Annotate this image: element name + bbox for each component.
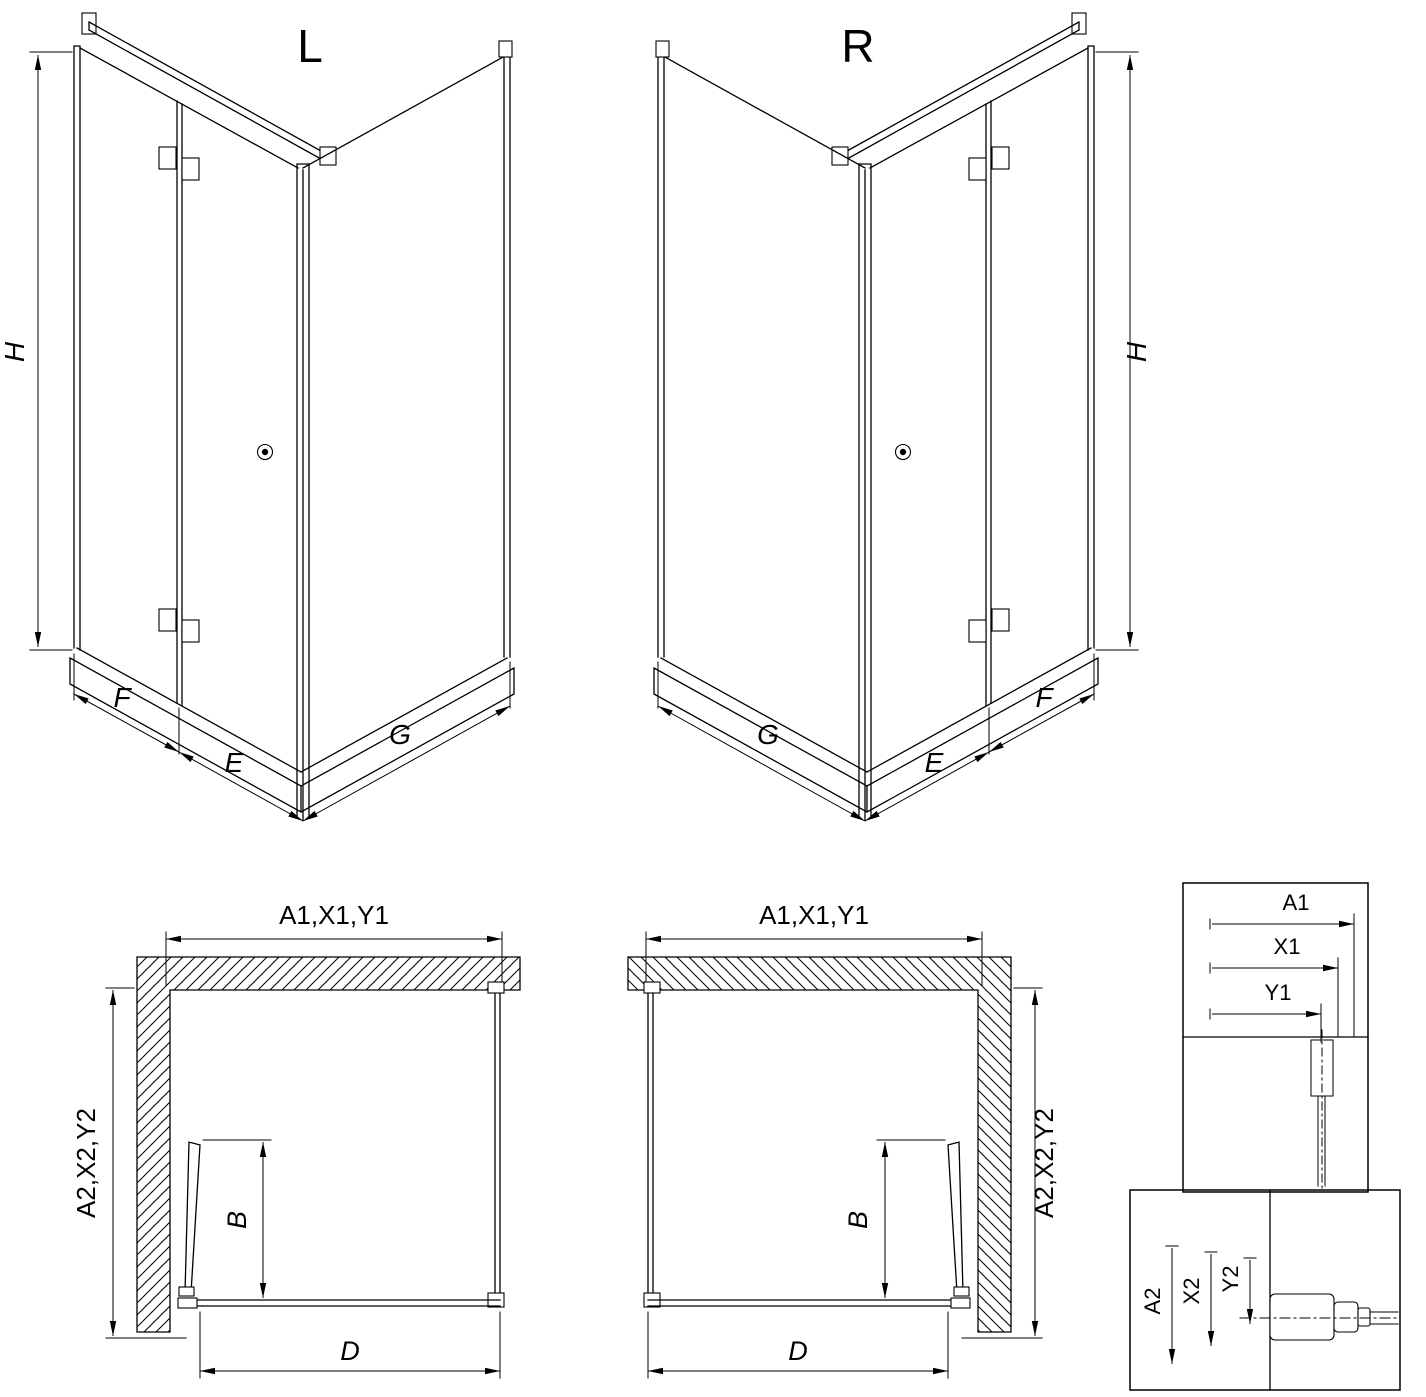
detail-top-profile: A1 X1 Y1	[1182, 882, 1369, 1193]
plan-dim-b-left: B	[222, 1211, 252, 1229]
plan-dim-d-right: D	[788, 1336, 808, 1366]
detail-label-a1: A1	[1283, 890, 1310, 915]
iso-view-right: R H G E F	[654, 13, 1152, 821]
dim-label-e-right: E	[925, 747, 944, 778]
iso-structure-right	[654, 13, 1138, 821]
variant-label-left: L	[297, 20, 323, 72]
detail-bottom-frame	[1129, 1189, 1401, 1391]
iso-view-left: L H F E G	[0, 13, 514, 821]
detail-label-y2: Y2	[1218, 1266, 1243, 1293]
plan-structure-left	[106, 932, 520, 1378]
dim-label-f-right: F	[1035, 682, 1054, 713]
variant-label-right: R	[841, 20, 874, 72]
detail-label-x1: X1	[1274, 934, 1301, 959]
detail-top-reference-lines	[1320, 913, 1355, 1043]
bottom-profile-cap	[1357, 1307, 1371, 1327]
iso-structure-left	[30, 13, 514, 821]
detail-bottom-profile: A2 X2 Y2	[1129, 1189, 1401, 1391]
glass-section-lines	[1317, 1095, 1326, 1187]
dim-label-g-right: G	[757, 719, 779, 750]
plan-dim-width-left: A1,X1,Y1	[279, 900, 389, 930]
dim-label-e-left: E	[225, 747, 244, 778]
dim-label-h-right: H	[1121, 341, 1152, 362]
plan-view-left: A1,X1,Y1 A2,X2,Y2 B D	[71, 900, 520, 1378]
plan-view-right: A1,X1,Y1 A2,X2,Y2 B D	[628, 900, 1059, 1378]
plan-dim-b-right: B	[843, 1211, 873, 1229]
dim-label-h-left: H	[0, 341, 30, 362]
detail-label-x2: X2	[1179, 1278, 1204, 1305]
plan-dim-width-right: A1,X1,Y1	[759, 900, 869, 930]
glass-lines-bottom	[1369, 1311, 1399, 1325]
plan-structure-right	[628, 932, 1042, 1378]
dim-label-f-left: F	[113, 682, 132, 713]
detail-bottom-ticks	[1165, 1245, 1257, 1259]
detail-label-y1: Y1	[1265, 980, 1292, 1005]
bottom-profile-mid	[1333, 1301, 1359, 1333]
bottom-profile-outer	[1269, 1293, 1335, 1341]
dim-label-g-left: G	[389, 719, 411, 750]
detail-label-a2: A2	[1140, 1288, 1165, 1315]
plan-dim-depth-left: A2,X2,Y2	[71, 1108, 101, 1218]
plan-dim-d-left: D	[340, 1336, 360, 1366]
plan-dim-depth-right: A2,X2,Y2	[1029, 1108, 1059, 1218]
